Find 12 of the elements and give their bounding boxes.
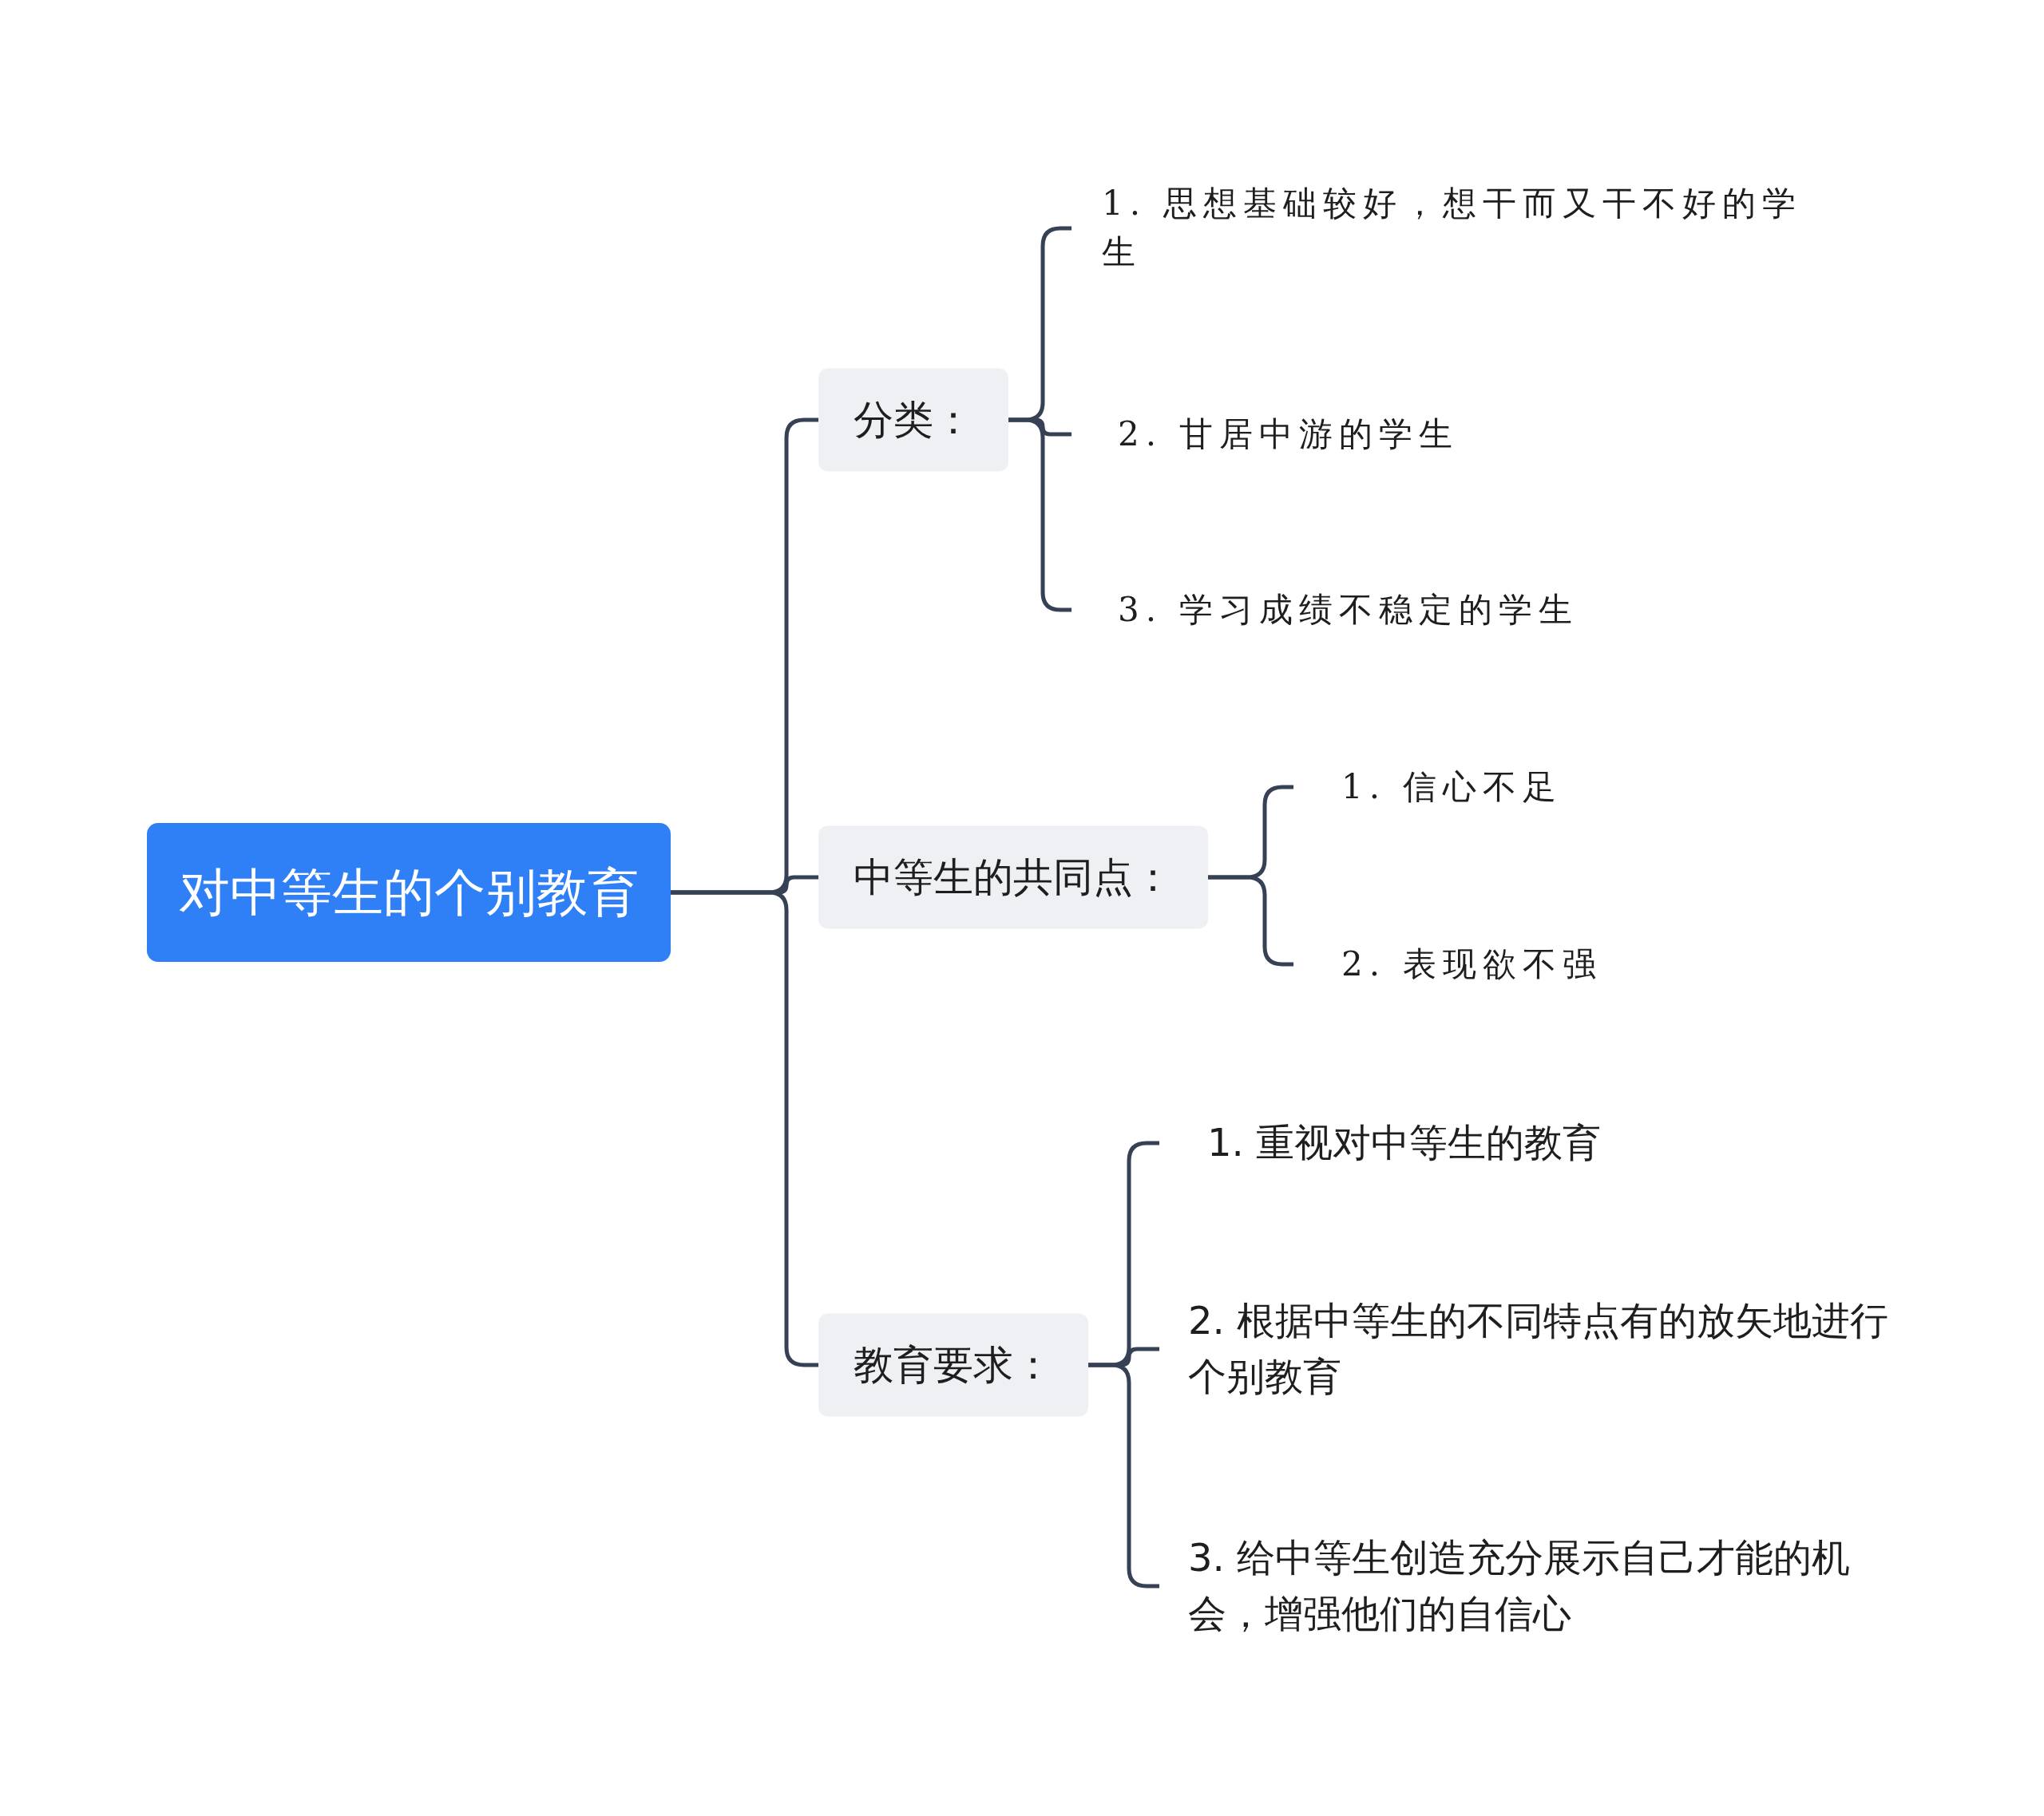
subtopic-text: 3. 给中等生创造充分展示自己才能的机会，增强他们的自信心 (1159, 1525, 1894, 1647)
subtopic-text: 1. 信心不足 (1293, 758, 1852, 817)
subtopic-text: 2. 甘居中游的学生 (1072, 405, 1822, 464)
root-topic: 对中等生的个别教育 (147, 823, 671, 962)
subtopic-text: 1. 思想基础较好，想干而又干不好的学生 (1072, 175, 1822, 282)
subtopic-text: 2. 表现欲不强 (1293, 935, 1852, 994)
branch-topic: 教育要求： (818, 1313, 1088, 1417)
subtopic-text: 1. 重视对中等生的教育 (1159, 1110, 1894, 1176)
branch-topic: 中等生的共同点： (818, 825, 1208, 929)
subtopic-text: 2. 根据中等生的不同特点有的放矢地进行个别教育 (1159, 1288, 1894, 1410)
branch-topic: 分类： (818, 368, 1008, 472)
subtopic-text: 3. 学习成绩不稳定的学生 (1072, 580, 1822, 639)
